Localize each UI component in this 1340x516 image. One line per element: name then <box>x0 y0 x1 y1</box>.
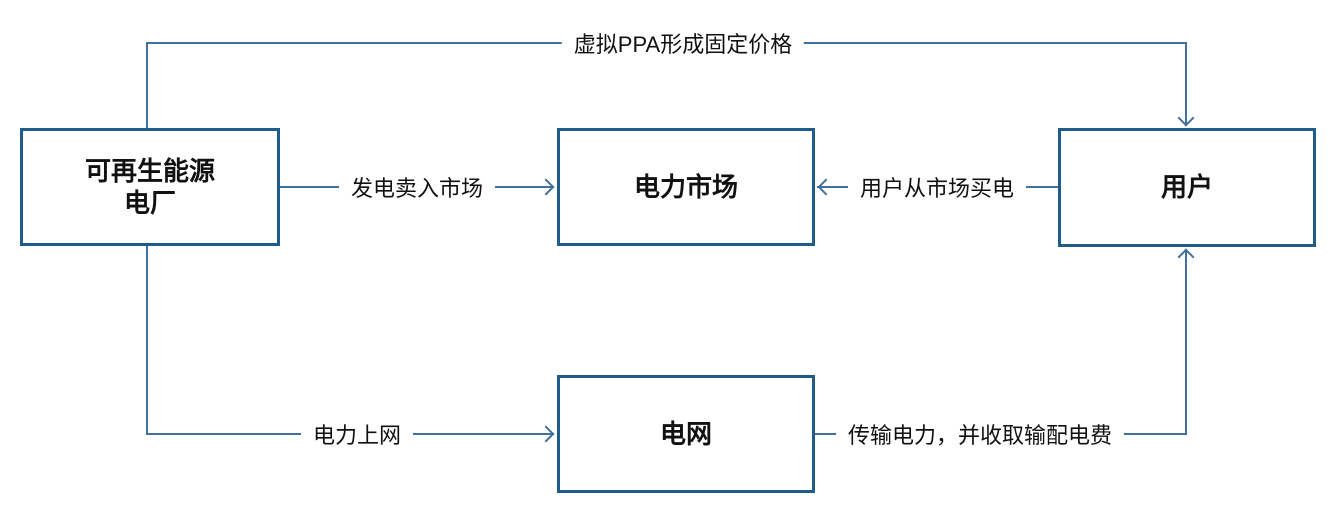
edge-label-transmit: 传输电力，并收取输配电费 <box>835 418 1125 450</box>
transmit-arrowhead-icon <box>1177 248 1195 266</box>
edge-label-feed: 电力上网 <box>300 418 414 450</box>
ppa-edge-line-right <box>1185 42 1187 126</box>
edge-label-ppa: 虚拟PPA形成固定价格 <box>561 27 805 59</box>
ppa-arrowhead-icon <box>1177 109 1195 127</box>
node-user: 用户 <box>1058 128 1316 247</box>
transmit-edge-line-vertical <box>1185 251 1187 435</box>
node-plant: 可再生能源 电厂 <box>20 128 280 246</box>
buy-arrowhead-icon <box>817 178 835 196</box>
edge-label-buy: 用户从市场买电 <box>847 171 1027 203</box>
sell-arrowhead-icon <box>537 178 555 196</box>
feed-arrowhead-icon <box>537 425 555 443</box>
node-market: 电力市场 <box>557 128 815 246</box>
edge-label-sell: 发电卖入市场 <box>338 171 496 203</box>
ppa-edge-line-left <box>146 43 148 128</box>
node-grid: 电网 <box>557 375 815 493</box>
feed-edge-line-vertical <box>146 246 148 434</box>
